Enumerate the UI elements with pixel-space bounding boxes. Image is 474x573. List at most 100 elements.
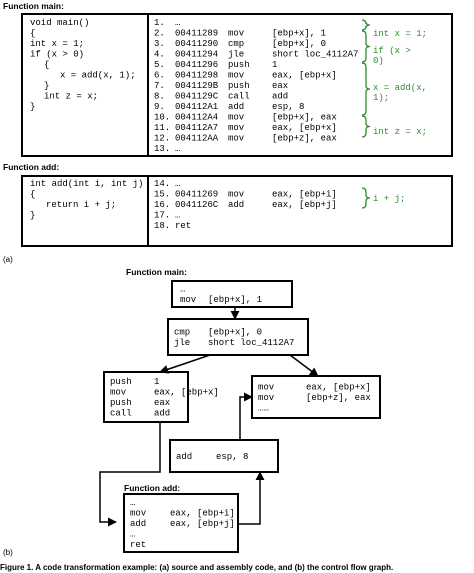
asm-line-number: 18.: [154, 221, 170, 231]
annotation-brace: [361, 30, 371, 63]
cfg-block-frame: [169, 439, 279, 473]
asm-opcode: mov: [228, 123, 245, 133]
cfg-operand: [ebp+x], 0: [208, 328, 262, 338]
asm-address: 004112A4: [175, 113, 218, 123]
add-source-code: int add(int i, int j){return i + j;}: [30, 179, 143, 221]
edge-aftercall-to-join: [239, 392, 253, 440]
asm-operand: [ebp+x], 0: [272, 39, 326, 49]
asm-address: 00411289: [175, 29, 218, 39]
asm-line-number: 14.: [154, 179, 170, 189]
asm-line-number: 12.: [154, 134, 170, 144]
cfg-opcode: …: [180, 285, 185, 295]
source-line: int add(int i, int j): [30, 179, 143, 189]
asm-opcode: cmp: [228, 39, 244, 49]
add-code-panel: int add(int i, int j){return i + j;} 14.…: [21, 175, 453, 247]
asm-line-number: 5.: [154, 60, 165, 70]
asm-operand: [ebp+z], eax: [272, 134, 337, 144]
cfg-opcode: mov: [130, 508, 147, 518]
cfg-block-entry: …mov[ebp+x], 1: [171, 280, 293, 308]
asm-operand: eax, [ebp+x]: [272, 71, 337, 81]
asm-address: 00411294: [175, 50, 218, 60]
annotation-text: int z = x;: [373, 127, 427, 137]
main-annotations: int x = 1;if (x >0)x = add(x,1);int z = …: [361, 19, 427, 138]
asm-operand: [ebp+x], 1: [272, 29, 326, 39]
cfg-block-join: mov eax, [ebp+x] mov [ebp+z], eax ……: [251, 375, 381, 419]
asm-address: 004112AA: [175, 134, 219, 144]
cfg-opcode: mov: [258, 393, 275, 403]
asm-address: …: [175, 179, 180, 189]
annotation-brace: [361, 187, 371, 209]
cfg-operand: eax: [154, 398, 170, 408]
cfg-opcode: add: [130, 519, 146, 529]
asm-address: 0041129B: [175, 81, 219, 91]
asm-address: 00411269: [175, 190, 218, 200]
cfg-opcode: mov: [110, 388, 127, 398]
asm-address: 0041129C: [175, 92, 219, 102]
cfg-operand: esp, 8: [216, 452, 248, 462]
asm-opcode: jle: [228, 50, 244, 60]
cfg-block-frame: [123, 493, 239, 553]
source-line: if (x > 0): [30, 50, 84, 60]
asm-address: 0041126C: [175, 200, 219, 210]
add-panel-frame: [21, 175, 453, 247]
asm-line-number: 9.: [154, 102, 165, 112]
source-line: {: [44, 60, 49, 70]
annotation-brace: [361, 19, 371, 31]
asm-address: 00411296: [175, 60, 218, 70]
source-line: }: [30, 211, 35, 221]
cfg-opcode: push: [110, 398, 132, 408]
heading-function-main-a: Function main:: [3, 1, 64, 11]
cfg-operand: eax, [ebp+x]: [306, 382, 371, 392]
cfg-opcode: mov: [258, 382, 275, 392]
asm-opcode: push: [228, 60, 250, 70]
asm-address: …: [175, 144, 180, 154]
cfg-operand: 1: [154, 377, 159, 387]
cfg-operand: add: [154, 409, 170, 419]
cfg-opcode: cmp: [174, 328, 190, 338]
heading-function-add-a: Function add:: [3, 162, 59, 172]
asm-opcode: mov: [228, 190, 245, 200]
asm-opcode: add: [228, 200, 244, 210]
asm-line-number: 2.: [154, 29, 165, 39]
asm-address: ret: [175, 221, 191, 231]
asm-operand: eax, [ebp+x]: [272, 123, 337, 133]
cfg-block-after-call: add esp, 8: [169, 439, 279, 473]
figure-caption: Figure 1. A code transformation example:…: [0, 563, 393, 572]
annotation-text: 1);: [373, 93, 389, 103]
source-line: void main(): [30, 18, 89, 28]
asm-address: …: [175, 18, 180, 28]
asm-address: 00411298: [175, 71, 218, 81]
annotation-text: int x = 1;: [373, 29, 427, 39]
part-a-label: (a): [3, 255, 13, 264]
edge-cmp-to-call: [159, 354, 211, 374]
asm-line-number: 16.: [154, 200, 170, 210]
cfg-opcode: ……: [258, 403, 269, 413]
main-panel-frame: [21, 13, 453, 157]
asm-line-number: 15.: [154, 190, 170, 200]
source-line: }: [44, 81, 49, 91]
cfg-opcode: ret: [130, 540, 146, 550]
source-line: int x = 1;: [30, 39, 84, 49]
asm-line-number: 4.: [154, 50, 165, 60]
cfg-operand: eax, [ebp+x]: [154, 388, 219, 398]
annotation-text: if (x >: [373, 46, 411, 56]
cfg-opcode: add: [176, 452, 192, 462]
cfg-edges: [99, 307, 319, 527]
asm-address: 004112A7: [175, 123, 218, 133]
cfg-operand: [ebp+z], eax: [306, 393, 371, 403]
source-line: int z = x;: [44, 92, 98, 102]
heading-function-main-b: Function main:: [126, 267, 187, 277]
asm-opcode: push: [228, 81, 250, 91]
asm-operand: [ebp+x], eax: [272, 113, 337, 123]
cfg-operand: eax, [ebp+j]: [170, 519, 235, 529]
source-line: x = add(x, 1);: [60, 71, 136, 81]
annotation-text: x = add(x,: [373, 83, 427, 93]
add-annotations: i + j;: [361, 187, 405, 209]
cfg-operand: [ebp+x], 1: [208, 295, 262, 305]
cfg-operand: short loc_4112A7: [208, 338, 294, 348]
edge-cmp-to-join: [289, 354, 319, 377]
asm-address: 004112A1: [175, 102, 218, 112]
